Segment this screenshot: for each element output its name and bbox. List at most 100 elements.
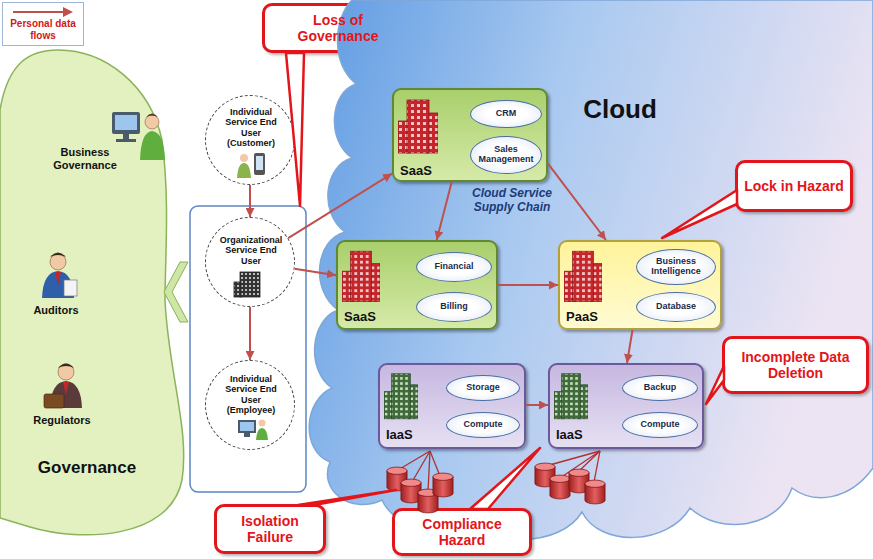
drawing-rect — [116, 139, 136, 142]
building-icon — [564, 251, 602, 301]
drawing-polygon — [470, 448, 540, 509]
drawing-rect — [240, 422, 254, 431]
cloud-region-shape — [309, 0, 873, 539]
storage-links — [398, 451, 600, 492]
drawing-rect — [234, 282, 241, 297]
drawing-rect — [254, 153, 265, 175]
drawing-rect — [256, 156, 263, 170]
data-flow-arrow — [288, 174, 392, 239]
drawing-line — [578, 451, 600, 472]
node-text: Compute — [464, 420, 503, 430]
service-oval: Billing — [416, 292, 492, 322]
drawing-path — [50, 253, 66, 258]
drawing-line — [398, 451, 430, 470]
governance-band: Business GovernanceAuditorsRegulatorsGov… — [0, 0, 215, 559]
node-text: Cloud Service Supply Chain — [467, 186, 557, 215]
drawing-path — [55, 272, 61, 285]
drawing-line — [594, 451, 600, 482]
legend-box: Personal data flows — [2, 2, 84, 46]
drawing-path — [146, 114, 158, 118]
node-text: Loss of Governance — [271, 12, 405, 44]
regulator-icon — [44, 364, 82, 409]
building-icon — [554, 374, 588, 419]
service-oval: Financial — [416, 252, 492, 282]
user-circle: Organizational Service End User — [205, 217, 295, 307]
drawing-rect — [123, 134, 129, 139]
node-text: Isolation Failure — [223, 513, 317, 545]
node-text: PaaS — [566, 309, 606, 324]
drawing-polygon — [706, 366, 724, 404]
legend-row: Personal data flows — [7, 6, 79, 41]
governance-band-shape — [0, 50, 184, 535]
drawing-polygon — [286, 53, 304, 206]
drawing-polygon — [662, 190, 737, 238]
employee-computer-icon — [238, 420, 268, 441]
data-flow-arrow — [526, 404, 548, 406]
service-oval: Backup — [622, 375, 698, 401]
node-text: Business Intelligence — [641, 257, 711, 277]
node-text: Regulators — [20, 414, 104, 427]
drawing-rect — [240, 272, 260, 297]
node-text: Financial — [434, 262, 473, 272]
drawing-line — [428, 451, 430, 492]
drawing-use — [569, 469, 589, 493]
service-oval: Business Intelligence — [636, 249, 716, 285]
organization-frame — [190, 206, 306, 492]
data-flow-arrow — [249, 185, 251, 217]
drawing-line — [412, 451, 430, 482]
node-text: Governance — [28, 458, 146, 478]
drawing-path — [256, 428, 268, 440]
node-text: Organizational Service End User — [214, 235, 288, 266]
service-box: SaaS CRM Sales Management — [392, 88, 548, 182]
node-text: CRM — [496, 109, 517, 119]
service-box: PaaSBusiness IntelligenceDatabase — [558, 240, 722, 330]
legend-text: Personal data flows — [7, 18, 79, 41]
node-text: Sales Management — [475, 145, 537, 165]
risk-callout: Lock in Hazard — [735, 160, 853, 212]
drawing-line — [430, 451, 440, 476]
risk-callout: Compliance Hazard — [392, 508, 532, 556]
drawing-circle — [145, 115, 159, 129]
node-text: Individual Service End User (Customer) — [218, 107, 284, 148]
node-text: IaaS — [556, 427, 596, 442]
chevron — [164, 262, 188, 322]
drawing-use — [418, 489, 438, 513]
organization-building-icon — [234, 272, 260, 297]
drawing-path — [58, 364, 74, 369]
drawing-use — [387, 467, 407, 491]
node-text: Lock in Hazard — [744, 178, 844, 194]
node-text: Business Governance — [48, 146, 122, 171]
service-oval: CRM — [470, 100, 542, 128]
drawing-rect — [112, 112, 140, 134]
drawing-line — [560, 451, 600, 478]
drawing-circle — [259, 420, 266, 427]
data-flow-arrow — [249, 307, 251, 360]
service-oval: Storage — [446, 375, 520, 401]
drawing-use — [585, 480, 605, 504]
service-oval: Compute — [446, 412, 520, 438]
drawing-rect — [244, 433, 250, 437]
node-text: Incomplete Data Deletion — [731, 349, 860, 381]
node-text: Backup — [644, 383, 677, 393]
node-text: Billing — [440, 302, 468, 312]
building-icon — [384, 374, 418, 419]
data-flow-arrow — [295, 269, 337, 275]
node-text: SaaS — [400, 163, 440, 178]
drawing-circle — [58, 364, 74, 380]
drawing-use — [535, 463, 555, 487]
drawing-path — [140, 131, 165, 160]
risk-callout: Isolation Failure — [214, 504, 326, 554]
data-flow-arrow — [627, 330, 633, 363]
drawing-rect — [44, 394, 64, 408]
drawing-path — [42, 271, 74, 298]
data-flow-arrow — [548, 164, 606, 240]
user-circle: Individual Service End User (Employee) — [205, 360, 295, 450]
callout-tails — [286, 53, 737, 509]
drawing-line — [546, 451, 600, 466]
service-oval: Compute — [622, 412, 698, 438]
service-box: IaaSStorageCompute — [378, 363, 526, 449]
drawing-circle — [240, 154, 248, 162]
drawing-circle — [50, 254, 66, 270]
legend-arrowhead — [63, 7, 73, 17]
